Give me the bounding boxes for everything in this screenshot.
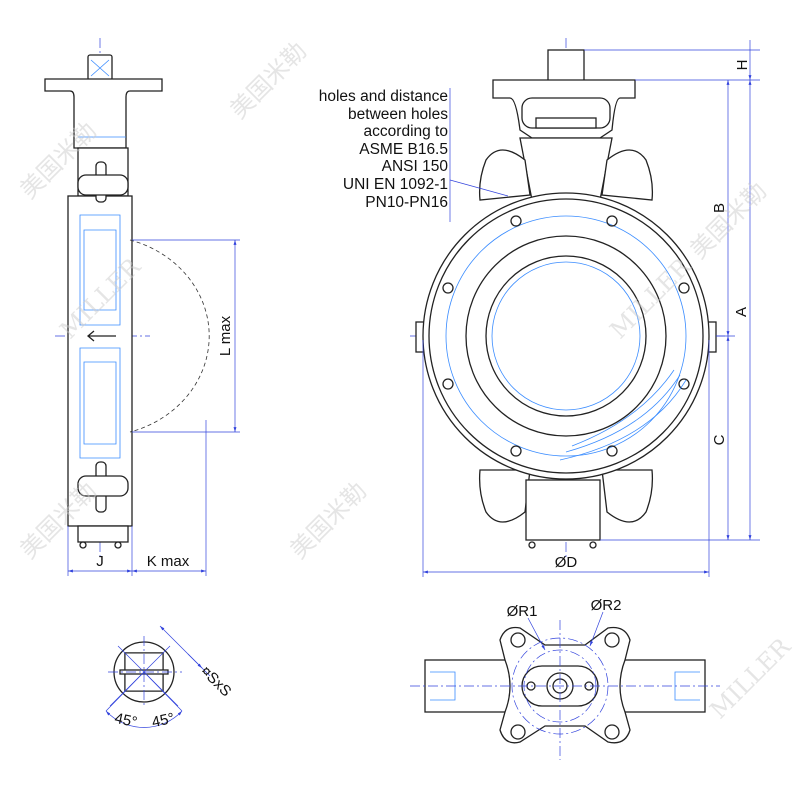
note-line: between holes bbox=[348, 105, 448, 123]
note-line: holes and distance bbox=[318, 88, 448, 105]
note-line: according to bbox=[363, 123, 448, 141]
dim-j: J bbox=[96, 553, 104, 570]
flange-standard-note: holes and distance between holes accordi… bbox=[319, 88, 448, 211]
dim-r1: ØR1 bbox=[507, 603, 538, 620]
note-line: ANSI 150 bbox=[381, 158, 448, 176]
note-line: UNI EN 1092-1 bbox=[342, 175, 448, 193]
watermark-en: MILLER bbox=[704, 632, 796, 724]
stem-detail: ¤SxS 45° 45° bbox=[105, 625, 235, 731]
dim-b: B bbox=[711, 203, 728, 213]
dim-sxs: ¤SxS bbox=[197, 663, 234, 700]
dim-c: C bbox=[711, 434, 728, 445]
dim-h: H bbox=[734, 60, 751, 71]
bolt-holes bbox=[442, 215, 690, 457]
front-view: H B A C ØD bbox=[410, 38, 760, 577]
note-line: ASME B16.5 bbox=[359, 140, 448, 158]
dim-r2: ØR2 bbox=[591, 597, 622, 614]
dim-a: A bbox=[733, 307, 750, 317]
note-line: PN10-PN16 bbox=[365, 193, 448, 211]
side-view: L max J K max bbox=[44, 38, 240, 576]
watermark-cn: 美国米勒 bbox=[224, 37, 312, 125]
angle-left: 45° bbox=[113, 710, 139, 731]
angle-right: 45° bbox=[150, 710, 176, 731]
top-flange-view: ØR1 ØR2 bbox=[410, 597, 720, 760]
dim-k-max: K max bbox=[147, 553, 190, 570]
dim-l-max: L max bbox=[217, 315, 234, 356]
watermark-cn: 美国米勒 bbox=[284, 477, 372, 565]
dim-od: ØD bbox=[555, 554, 578, 571]
